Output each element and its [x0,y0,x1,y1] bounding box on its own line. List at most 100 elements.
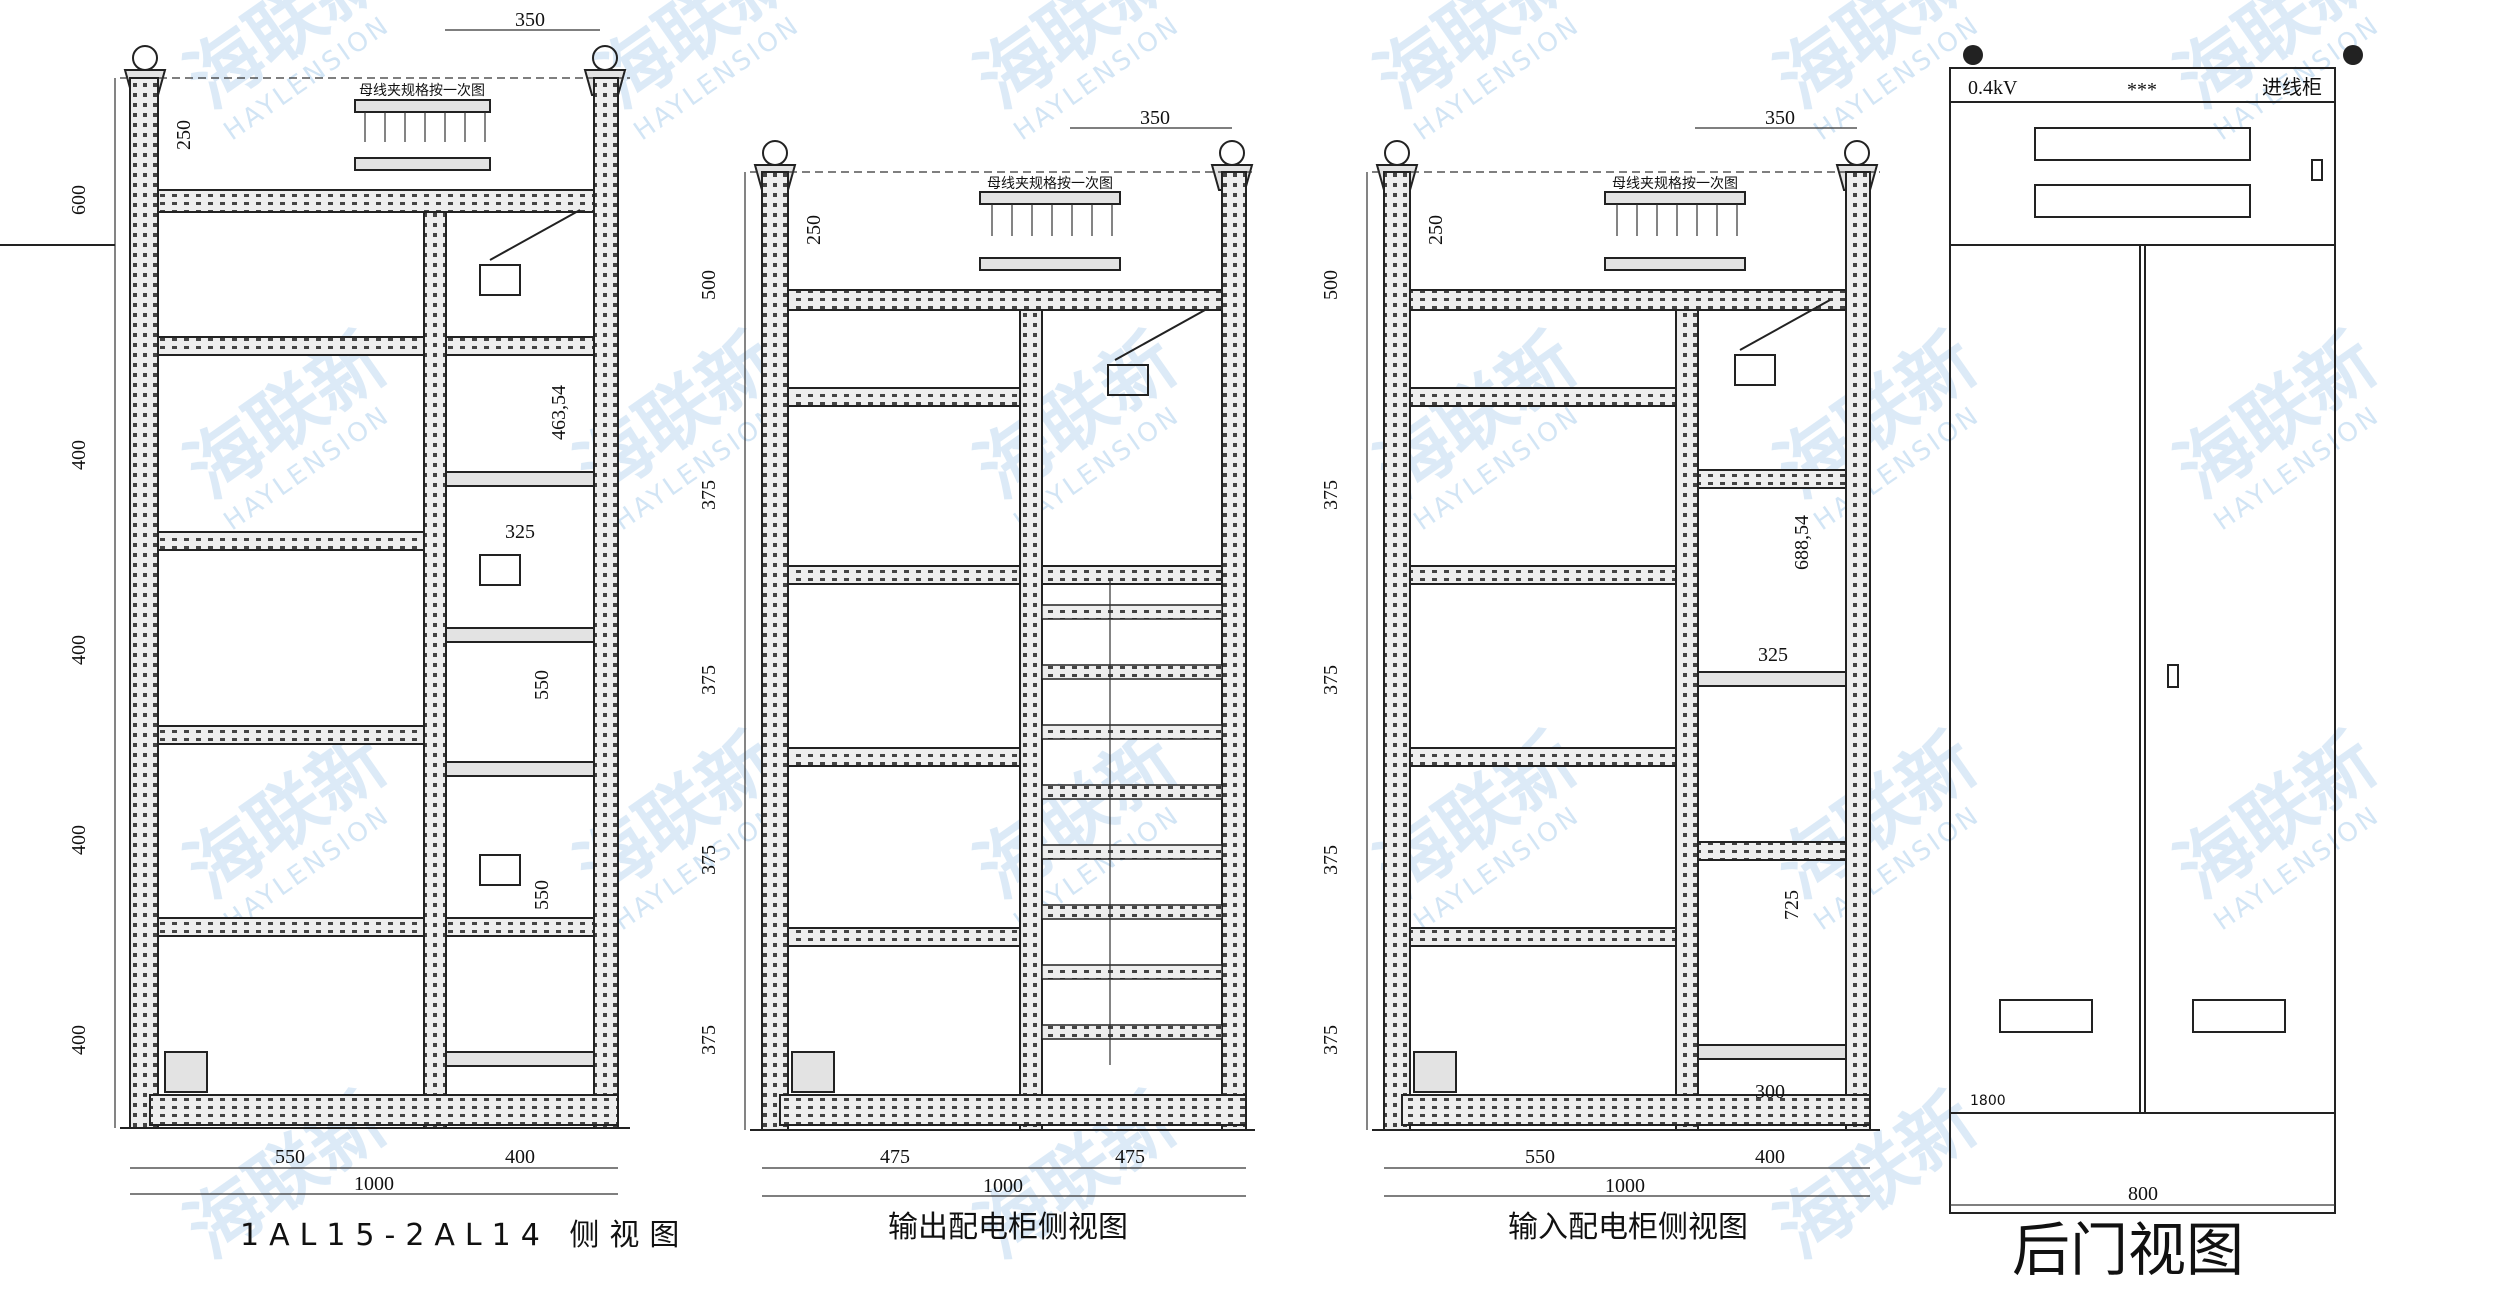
header-cabinet-type: 进线柜 [2262,76,2322,99]
drawer-rail [1041,664,1223,680]
dim-inner: 550 [531,880,553,910]
vertical-rail [761,171,789,1131]
busbar-bolts [991,204,1113,236]
dim-inner: 325 [505,521,535,543]
view-rear-door: 0.4kV *** 进线柜 1800 800 后门视图 [1949,45,2363,1284]
dim-vertical: 400 [68,635,90,665]
drawer-rail [1041,904,1223,920]
base-frame [1401,1094,1871,1126]
dim-right-width: 400 [1755,1146,1785,1168]
lifting-eye [1219,140,1245,166]
mounting-shelf [157,531,425,551]
header-voltage: 0.4kV [1968,77,2018,99]
busbar-label: 母线夹规格按一次图 [1612,176,1738,192]
dim-vertical: 375 [1320,480,1342,510]
busbar-clamp [354,157,491,171]
dim-vertical: 375 [1320,665,1342,695]
door-lock-icon [2167,664,2179,688]
mounting-shelf [1409,565,1677,585]
mounting-shelf [1697,469,1847,489]
mounting-shelf [787,747,1021,767]
dim-vertical: 500 [698,270,720,300]
dim-vertical: 375 [698,665,720,695]
mounting-shelf [787,927,1021,947]
lock-icon [2311,159,2323,181]
mounting-plate [1697,1044,1847,1060]
dim-top: 350 [1765,107,1795,129]
header-code: *** [2127,79,2157,101]
drawer-rail [1041,784,1223,800]
dim-right-width: 400 [505,1146,535,1168]
vertical-rail [129,77,159,1129]
cable-gland [791,1051,835,1093]
top-frame-band [1409,289,1847,311]
view-caption: 后门视图 [2012,1216,2244,1284]
lifting-eye [1963,45,1983,65]
cable-gland [164,1051,208,1093]
view-caption: 输入配电柜侧视图 [1508,1210,1748,1245]
mounting-shelf [1409,927,1677,947]
top-frame-band [157,189,595,213]
cable-link [1114,309,1206,361]
vertical-rail [593,77,619,1129]
dim-vertical: 500 [1320,270,1342,300]
dim-vertical: 400 [68,825,90,855]
cable-gland [1413,1051,1457,1093]
top-frame-band [787,289,1223,311]
mounting-shelf [787,387,1021,407]
lifting-eye [2343,45,2363,65]
breaker-handle [479,554,521,586]
lifting-eye [1844,140,1870,166]
mounting-plate [1697,671,1847,687]
dim-vertical: 600 [68,185,90,215]
view-caption: 输出配电柜侧视图 [888,1210,1128,1245]
drawer-rail [1041,565,1223,585]
mounting-shelf [157,917,425,937]
dim-inner: 725 [1781,890,1803,920]
breaker-handle [479,264,521,296]
lifting-eye [132,45,158,71]
mounting-plate [445,761,595,777]
mounting-shelf [445,917,595,937]
mounting-shelf [1409,387,1677,407]
mounting-shelf [157,336,425,356]
busbar-clamp [1604,257,1746,271]
top-panel [1949,101,2336,246]
mounting-plate [445,1051,595,1067]
dim-vertical: 375 [698,1025,720,1055]
busbar-clamp [979,191,1121,205]
dim-vertical: 400 [68,440,90,470]
drawer-rail [1041,844,1223,860]
dim-busbar-height: 250 [1425,215,1447,245]
busbar-label: 母线夹规格按一次图 [987,176,1113,192]
dim-inner: 550 [531,670,553,700]
dim-vertical: 375 [1320,845,1342,875]
nameplate-slot [2034,127,2251,161]
dim-inner: 463,54 [548,385,570,440]
dim-inner: 325 [1758,644,1788,666]
view-left-cabinet: 母线夹规格按一次图 350 550 400 1000 600 400 400 4… [0,9,679,1253]
vertical-rail [1221,171,1247,1131]
nameplate-slot [2034,184,2251,218]
dim-overall-width: 1000 [1605,1175,1645,1197]
vertical-rail [1019,299,1043,1131]
view-output-cabinet: 母线夹规格按一次图 350 475 475 1000 500 375 375 3… [698,107,1255,1245]
drawer-rail [1041,724,1223,740]
breaker-handle [1107,364,1149,396]
cable-link [489,209,581,261]
base-frame [149,1094,619,1126]
dim-inner: 300 [1755,1081,1785,1103]
dim-vertical: 375 [698,480,720,510]
dim-inner: 688,54 [1791,515,1813,570]
dim-top: 350 [1140,107,1170,129]
busbar-bolts [364,112,486,142]
cable-link [1739,299,1831,351]
rear-cabinet-outline [1949,67,2336,1214]
dim-left-width: 475 [880,1146,910,1168]
vertical-rail [423,199,447,1129]
mounting-shelf [157,725,425,745]
mounting-plate [445,471,595,487]
breaker-handle [1734,354,1776,386]
dim-right-width: 475 [1115,1146,1145,1168]
mounting-shelf [445,336,595,356]
